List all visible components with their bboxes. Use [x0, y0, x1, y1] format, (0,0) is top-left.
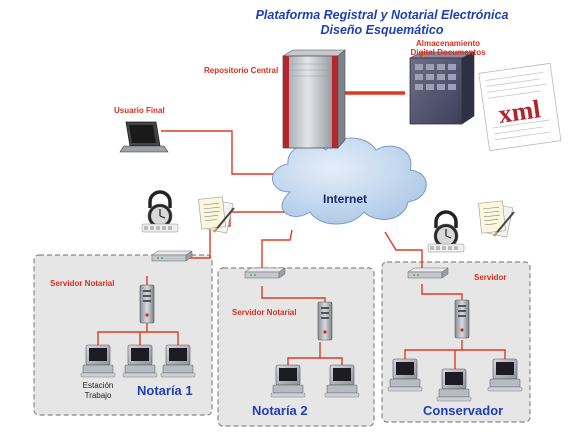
laptop-icon: [119, 121, 169, 153]
internet-label: Internet: [323, 192, 368, 206]
notaria2-title: Notaría 2: [252, 403, 308, 418]
network-switch-icon: [407, 267, 449, 279]
lock-icon: [140, 190, 180, 234]
xml-document-icon: xml: [478, 62, 562, 152]
lock-icon: [426, 210, 466, 254]
workstation-icon: [122, 344, 158, 378]
workstation-icon: [487, 358, 523, 392]
repositorio-central-server: [281, 49, 346, 149]
almacenamiento-label-line1: Almacenamiento: [415, 39, 481, 48]
almacenamiento-label-line2: Digital Documentos: [410, 48, 486, 57]
workstation-icon: [436, 368, 472, 402]
estacion-trabajo-label-line1: Estación: [82, 381, 114, 390]
conservador-title: Conservador: [423, 403, 504, 418]
network-switch-icon: [151, 250, 193, 262]
usuario-final-label: Usuario Final: [114, 106, 165, 115]
notaria1-title: Notaría 1: [137, 383, 193, 398]
workstation-icon: [270, 364, 306, 398]
signed-document-icon: [197, 195, 235, 235]
internet-cloud: [272, 137, 427, 225]
servidor-notarial-1-icon: [139, 284, 155, 324]
estacion-trabajo-label-line2: Trabajo: [84, 391, 112, 400]
workstation-icon: [160, 344, 196, 378]
servidor-conservador-label: Servidor: [474, 273, 507, 282]
workstation-icon: [324, 364, 360, 398]
almacenamiento-storage: [409, 51, 475, 125]
servidor-notarial-1-label: Servidor Notarial: [50, 279, 115, 288]
workstation-icon: [387, 358, 423, 392]
servidor-conservador-icon: [454, 299, 470, 339]
repositorio-central-label: Repositorio Central: [204, 66, 279, 75]
servidor-notarial-2-icon: [317, 301, 333, 341]
diagram-subtitle: Diseño Esquemático: [320, 23, 444, 37]
diagram-title: Plataforma Registral y Notarial Electrón…: [255, 8, 509, 22]
workstation-icon: [80, 344, 116, 378]
xml-badge-text: xml: [497, 94, 543, 129]
network-switch-icon: [244, 267, 286, 279]
signed-document-icon: [477, 199, 515, 239]
servidor-notarial-2-label: Servidor Notarial: [232, 308, 297, 317]
